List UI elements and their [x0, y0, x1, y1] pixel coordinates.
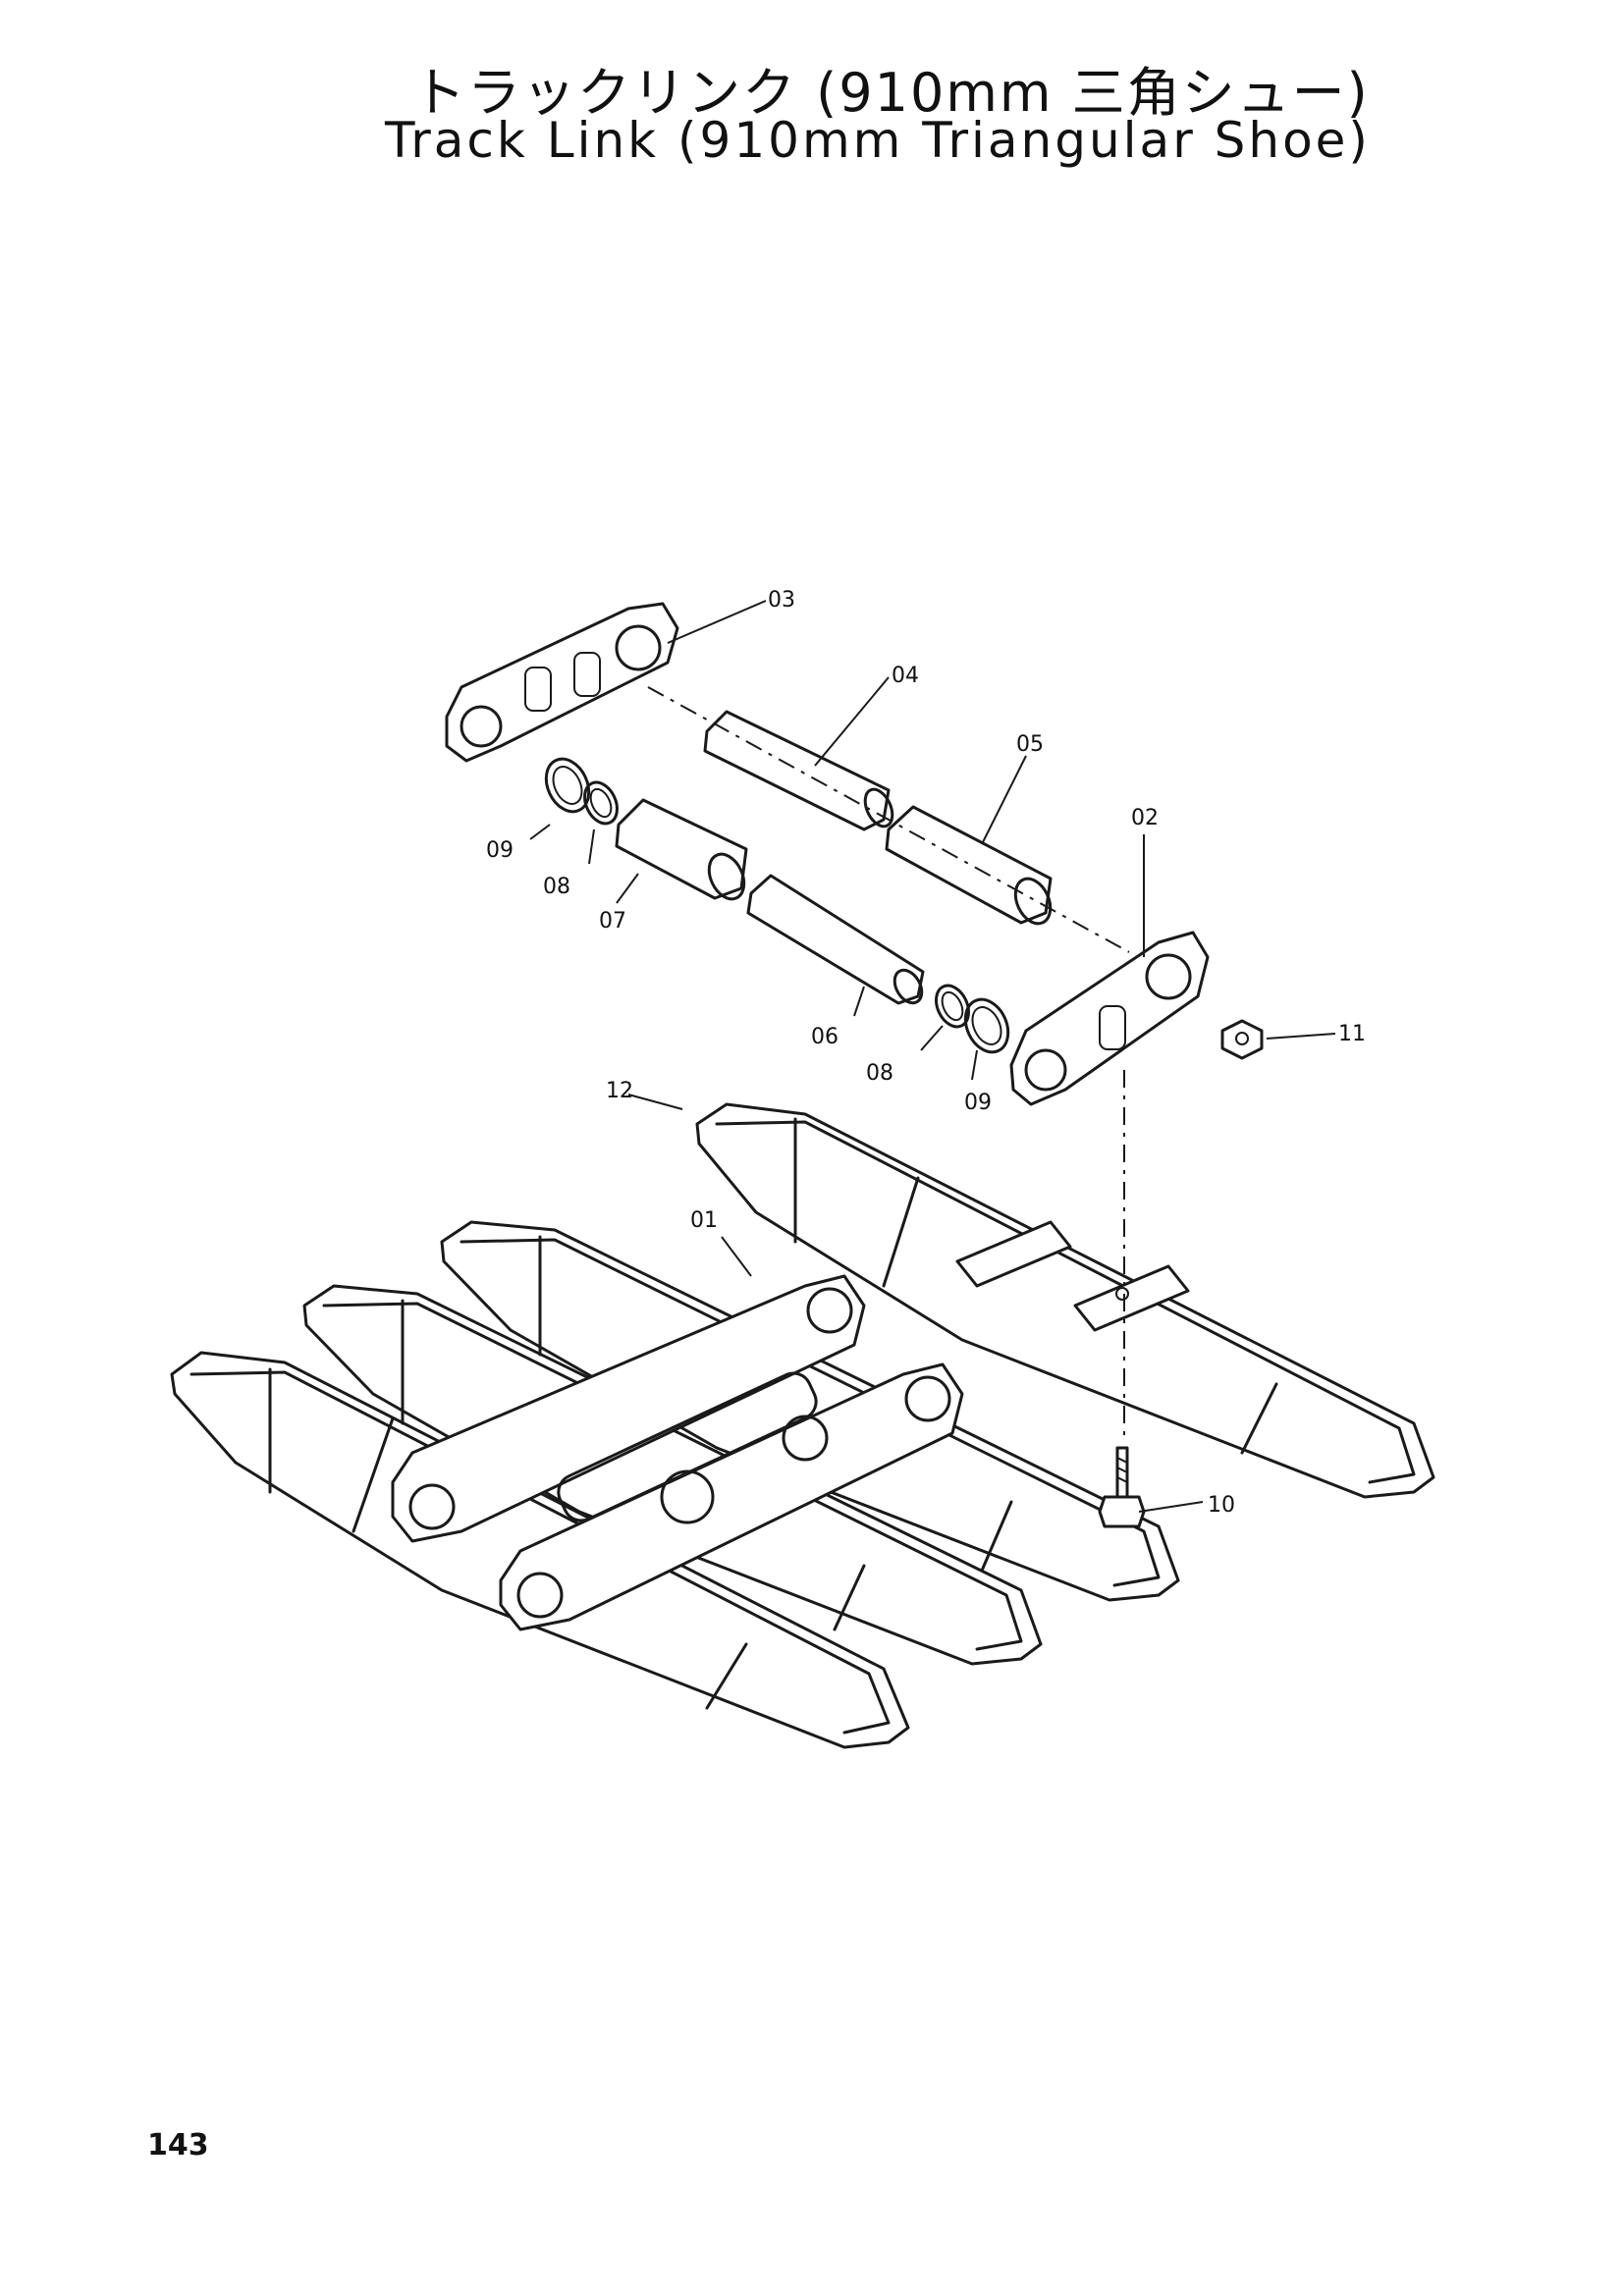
callout-02: 02	[1131, 806, 1159, 830]
leader-07	[616, 873, 639, 904]
callout-05: 05	[1016, 732, 1044, 757]
leader-08-left	[588, 828, 595, 865]
leader-03	[667, 600, 767, 644]
seal-ring-09-left	[544, 757, 591, 814]
leader-06	[853, 986, 865, 1017]
callout-09-left: 09	[486, 838, 514, 863]
leader-04	[814, 676, 890, 767]
seal-ring-09-right	[963, 997, 1010, 1054]
callout-11: 11	[1338, 1022, 1366, 1046]
seal-ring-08-right	[935, 984, 970, 1029]
leader-09-right	[971, 1049, 978, 1081]
seal-ring-08-left	[583, 780, 619, 826]
bolt-10	[1098, 1446, 1146, 1528]
bushing-05	[885, 805, 1053, 926]
shoe-plate-rear	[440, 1220, 1180, 1602]
callout-10: 10	[1208, 1493, 1235, 1518]
link-02	[1009, 931, 1210, 1106]
leader-08-right	[920, 1025, 944, 1051]
page-number: 143	[147, 2128, 209, 2163]
pin-04	[703, 710, 894, 831]
callout-06: 06	[811, 1025, 839, 1049]
pin-06	[746, 874, 925, 1005]
title-english: Track Link (910mm Triangular Shoe)	[385, 112, 1371, 169]
callout-03: 03	[768, 588, 795, 613]
leader-10	[1138, 1501, 1204, 1513]
leader-12	[627, 1094, 683, 1110]
callout-08-left: 08	[543, 875, 570, 899]
callout-01: 01	[690, 1208, 718, 1233]
link-03	[445, 602, 679, 763]
assembled-track-link	[391, 1274, 964, 1631]
bushing-07	[615, 798, 748, 901]
callout-08-right: 08	[866, 1061, 893, 1086]
pin-center-line	[647, 686, 1130, 953]
leader-11	[1266, 1033, 1336, 1040]
callout-07: 07	[599, 909, 626, 934]
leader-05	[981, 755, 1027, 845]
nut-11	[1220, 1019, 1264, 1060]
title-japanese: トラックリンク (910mm 三角シュー)	[412, 62, 1370, 124]
leader-01	[721, 1236, 752, 1277]
callout-09-right: 09	[964, 1091, 992, 1115]
callout-12: 12	[606, 1079, 633, 1103]
leader-09-left	[529, 824, 551, 840]
callout-04: 04	[892, 664, 919, 688]
shoe-plate-12	[695, 1102, 1435, 1499]
